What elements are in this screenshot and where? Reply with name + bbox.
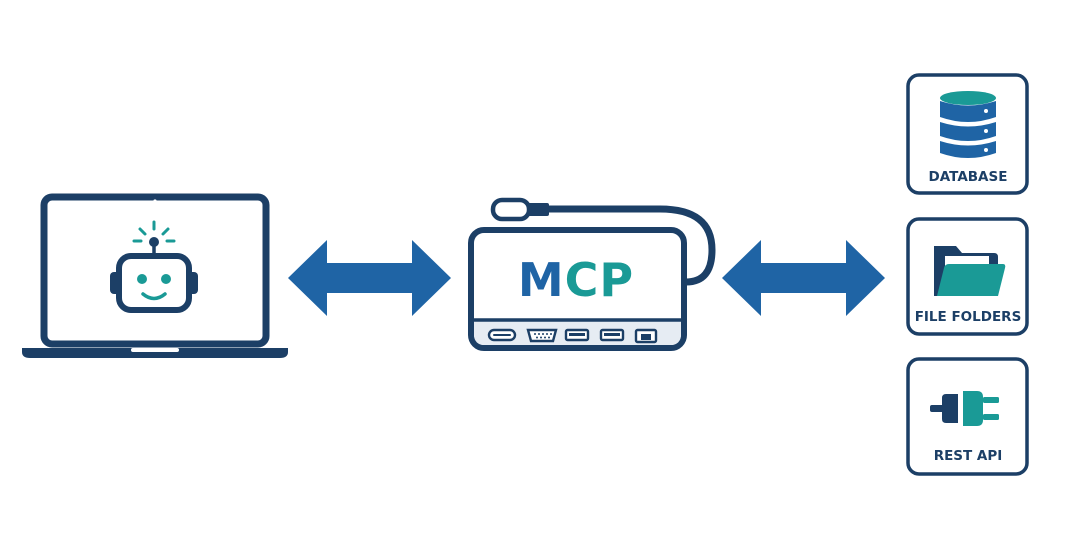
laptop-touchpad-notch	[131, 348, 179, 352]
right-bidirectional-arrow	[722, 240, 885, 316]
folder-icon	[934, 246, 1006, 296]
hub-label-cp: CP	[565, 253, 634, 307]
hub-ports	[487, 328, 658, 344]
usb-c-plug	[490, 197, 532, 222]
ai-client-laptop	[22, 193, 288, 358]
usb-c-connector	[525, 203, 549, 216]
resource-label-database: DATABASE	[929, 169, 1008, 185]
robot-icon	[110, 220, 198, 313]
laptop-base	[22, 348, 288, 358]
usb-cable	[542, 205, 716, 286]
resource-label-file-folders: FILE FOLDERS	[915, 309, 1022, 325]
vga-port	[526, 328, 558, 343]
database-icon	[940, 91, 996, 158]
hub-label-m: M	[518, 253, 565, 307]
laptop-webcam	[153, 199, 157, 203]
plug-icon	[930, 391, 999, 426]
resource-card-rest-api: REST API	[906, 357, 1029, 476]
mcp-hub: MCP	[468, 197, 716, 351]
hub-label: MCP	[518, 253, 634, 307]
resource-card-file-folders: FILE FOLDERS	[906, 217, 1029, 336]
left-bidirectional-arrow	[288, 240, 451, 316]
resource-card-database: DATABASE	[906, 73, 1029, 195]
resource-label-rest-api: REST API	[934, 448, 1003, 464]
